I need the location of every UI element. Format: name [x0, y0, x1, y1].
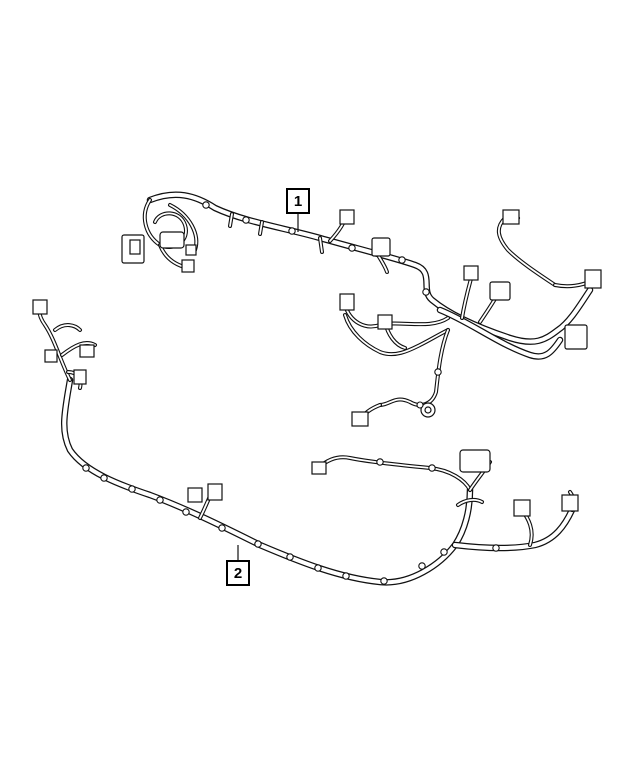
callout-2: 2: [226, 560, 250, 586]
harness-2: [32, 299, 579, 586]
callout-2-label: 2: [233, 564, 243, 582]
callout-1: 1: [286, 188, 310, 214]
callout-1-label: 1: [293, 192, 303, 210]
harness-1: [121, 191, 602, 427]
